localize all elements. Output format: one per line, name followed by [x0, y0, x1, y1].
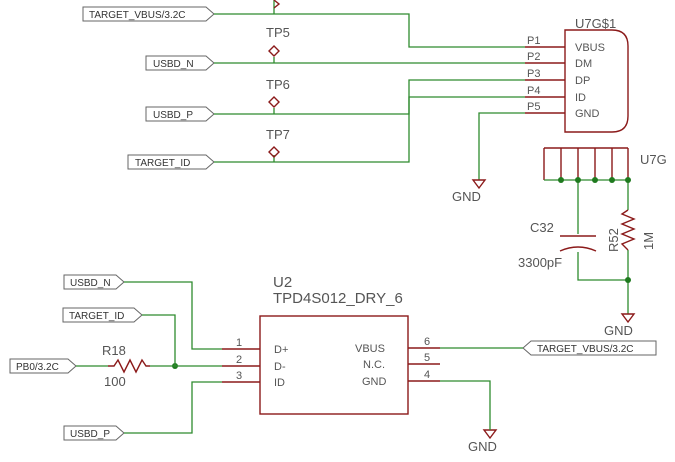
connector-pin-name: DP [575, 75, 590, 87]
u2-pin-number: 3 [236, 370, 242, 382]
u2-pin-number: 5 [424, 352, 430, 364]
net-label-text: USBD_N [70, 278, 111, 289]
u2-pin-name: GND [362, 376, 387, 388]
resistor-r18-symbol [108, 358, 150, 374]
net-label-text: USBD_P [153, 110, 193, 121]
u2-part-number: TPD4S012_DRY_6 [273, 290, 403, 307]
r52-value: 1M [641, 232, 656, 250]
u2-pin-number: 2 [236, 354, 242, 366]
net-label-text: USBD_N [153, 59, 194, 70]
ground-symbol: GND [468, 429, 498, 454]
connector-pin-number: P2 [527, 51, 540, 63]
test-point-label: TP6 [266, 77, 290, 92]
connector-pin-number: P3 [527, 68, 540, 80]
c32-name: C32 [530, 220, 554, 235]
connector-part-ref: U7G [640, 152, 667, 167]
net-label-usbd-n-bottom: USBD_N [63, 274, 125, 290]
u2-pin-stubs [222, 347, 440, 383]
bottom-wires [76, 281, 523, 434]
ground-symbol: GND [452, 179, 487, 204]
resistor-r52-symbol [620, 209, 636, 251]
r18-value: 100 [104, 374, 126, 389]
net-label-text: TARGET_ID [69, 311, 124, 322]
u2-pin-number: 1 [236, 337, 242, 349]
connector-pin-stubs [525, 46, 565, 114]
connector-pin-name: ID [575, 92, 586, 104]
connector-name: U7G$1 [575, 16, 616, 31]
test-point-label: TP5 [266, 25, 290, 40]
test-point-markers [268, 0, 281, 158]
net-label-text: TARGET_ID [135, 158, 190, 169]
usb-connector-body [564, 29, 629, 133]
net-label-usbd-n-top: USBD_N [145, 55, 215, 71]
r52-name: R52 [606, 228, 621, 252]
u2-pin-name: VBUS [355, 343, 385, 355]
net-label-usbd-p-bottom: USBD_P [63, 425, 125, 441]
net-label-target-vbus-right: TARGET_VBUS/3.2C [522, 340, 657, 356]
connector-pin-number: P5 [527, 101, 540, 113]
net-label-text: PB0/3.2C [16, 362, 59, 373]
ground-symbol: GND [604, 313, 636, 338]
u2-pin-number: 6 [424, 336, 430, 348]
connector-pin-name: GND [575, 108, 600, 120]
connector-pin-name: DM [575, 58, 592, 70]
net-label-pb0: PB0/3.2C [9, 358, 77, 374]
ground-label: GND [468, 439, 497, 454]
top-wires [214, 0, 525, 180]
net-label-usbd-p-top: USBD_P [145, 106, 215, 122]
net-label-target-id-top: TARGET_ID [127, 154, 215, 170]
net-label-target-id-bottom: TARGET_ID [62, 307, 143, 323]
u2-pin-name: D- [274, 361, 286, 373]
test-point-label: TP7 [266, 127, 290, 142]
u2-ic-body [259, 315, 409, 415]
u2-name: U2 [273, 274, 292, 291]
u2-pin-name: N.C. [363, 359, 385, 371]
connector-pin-number: P1 [527, 35, 540, 47]
connector-pin-number: P4 [527, 85, 540, 97]
capacitor-c32-symbol [559, 235, 597, 252]
r18-name: R18 [102, 343, 126, 358]
u2-pin-name: D+ [274, 344, 288, 356]
c32-value: 3300pF [518, 255, 562, 270]
ground-label: GND [452, 189, 481, 204]
u2-pin-number: 4 [424, 369, 430, 381]
net-label-target-vbus-top: TARGET_VBUS/3.2C [82, 6, 215, 22]
connector-pin-name: VBUS [575, 42, 605, 54]
net-label-text: TARGET_VBUS/3.2C [537, 344, 634, 355]
net-label-text: TARGET_VBUS/3.2C [89, 10, 186, 21]
connector-shield-pins [543, 147, 629, 180]
net-label-text: USBD_P [70, 429, 110, 440]
u2-pin-name: ID [274, 377, 285, 389]
ground-label: GND [604, 323, 633, 338]
